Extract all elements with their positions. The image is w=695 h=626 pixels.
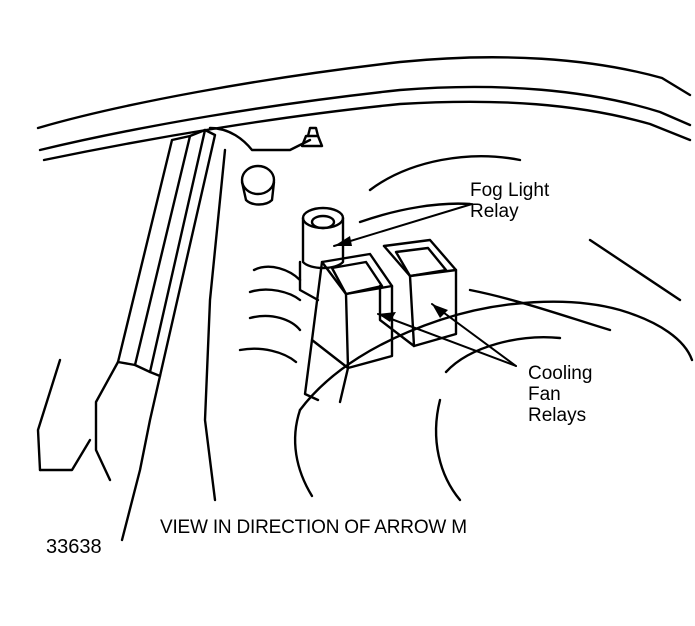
cooling-fan-relays-label: Cooling Fan Relays: [528, 363, 592, 426]
arrowhead-fan-left: [378, 312, 396, 322]
round-fitting: [240, 164, 276, 206]
cooling-fan-relays-label-line3: Relays: [528, 405, 587, 426]
figure-caption: VIEW IN DIRECTION OF ARROW M: [160, 517, 467, 538]
cooling-fan-relay-left: [303, 252, 394, 404]
cooling-fan-relay-right: [378, 238, 458, 348]
arrowhead-fan-right: [432, 304, 448, 318]
fog-light-relay-label: Fog Light Relay: [470, 180, 549, 222]
fog-light-relay-label-line2: Relay: [470, 201, 519, 222]
bolt: [300, 126, 324, 148]
cooling-fan-relays-label-line2: Fan: [528, 384, 561, 405]
fog-light-relay-label-line1: Fog Light: [470, 180, 550, 201]
wheel-house: [358, 155, 682, 332]
front-housing: [293, 300, 694, 502]
hood-edge: [36, 56, 692, 162]
cooling-fan-relays-label-line1: Cooling: [528, 363, 593, 384]
hoses: [238, 265, 302, 364]
callout-arrows: [333, 203, 517, 367]
figure-number: 33638: [46, 536, 102, 558]
arrowhead-fog: [334, 236, 352, 246]
fog-light-relay: [298, 206, 345, 302]
fender-pillar: [36, 128, 227, 542]
